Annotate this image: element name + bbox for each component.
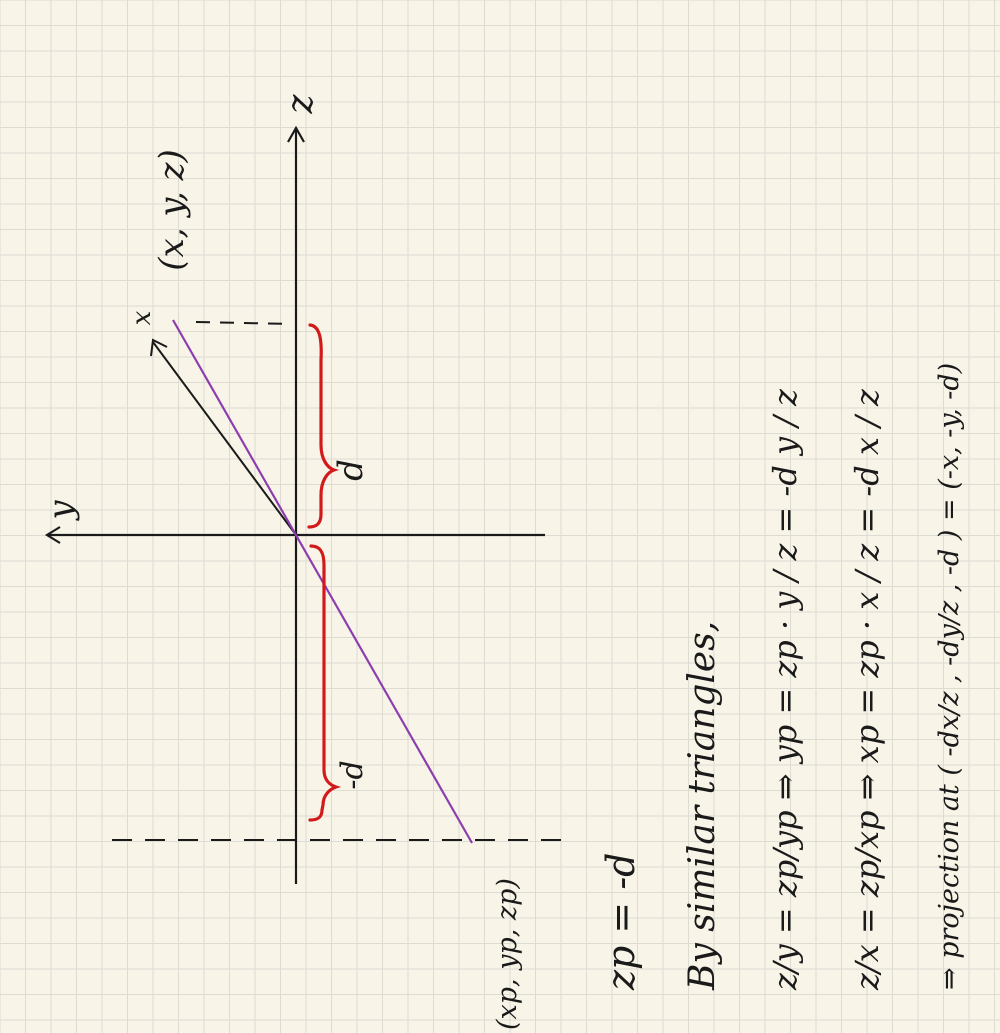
projection-diagram: z y x (x, y, z) (xp, yp, zp) d -d [41, 93, 565, 1030]
note-y-ratio: z/y = zp/yp ⇒ yp = zp · y / z = -d y / z [766, 388, 804, 991]
brace-d-top [307, 323, 340, 529]
note-similar-triangles: By similar triangles, [682, 621, 723, 991]
d-top-label: d [331, 459, 371, 481]
note-projection: ⇒ projection at ( -dx/z , -dy/z , -d ) =… [934, 363, 965, 990]
z-axis-label: z [280, 93, 321, 114]
d-bottom-label: -d [335, 760, 370, 789]
brace-d-bottom [308, 544, 342, 822]
y-axis-arrowhead [44, 526, 61, 544]
dashed-guide-top [195, 321, 293, 325]
x-direction-arrow [152, 341, 297, 536]
derivation-notes: zp = -d By similar triangles, z/y = zp/y… [599, 363, 965, 991]
x-axis-label: x [127, 310, 157, 325]
projected-point-label: (xp, yp, zp) [492, 878, 523, 1030]
y-axis-label: y [41, 500, 81, 522]
x-arrowhead [150, 338, 168, 357]
note-x-ratio: z/x = zp/xp ⇒ xp = zp · x / z = -d x / z [848, 388, 886, 991]
note-zp-equals: zp = -d [599, 852, 643, 991]
z-axis-arrowhead [287, 125, 305, 143]
point-label: (x, y, z) [152, 149, 192, 271]
